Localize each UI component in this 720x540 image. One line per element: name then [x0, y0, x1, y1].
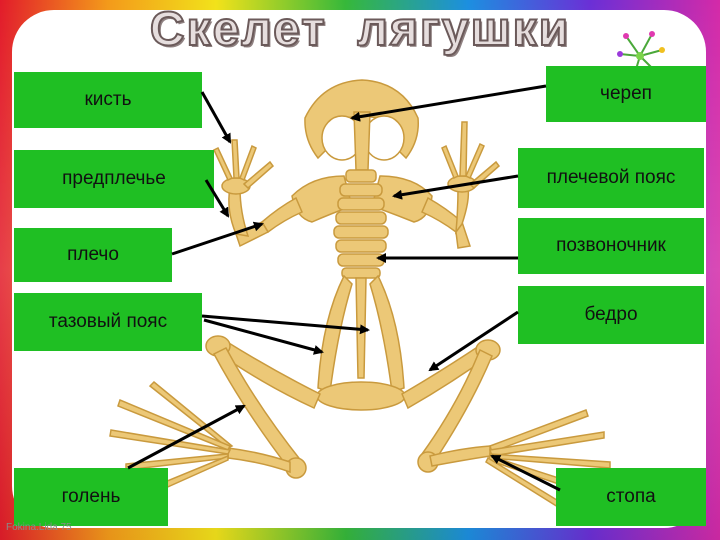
- right-hand-bones: [441, 121, 501, 193]
- left-hand-bones: [213, 139, 275, 195]
- label-shin: голень: [14, 468, 168, 526]
- pelvic-girdle-bone: [317, 274, 353, 393]
- label-skull: череп: [546, 66, 706, 122]
- spine-vertebrae: [333, 169, 389, 279]
- label-shoulder: плечо: [14, 228, 172, 282]
- label-foot: стопа: [556, 468, 706, 526]
- shoulder-girdle-bone: [291, 175, 353, 223]
- label-shoulder-girdle: плечевой пояс: [518, 148, 704, 208]
- label-spine: позвоночник: [518, 218, 704, 274]
- label-hand: кисть: [14, 72, 202, 128]
- slide-title: Скелет лягушки: [149, 2, 571, 57]
- label-forearm: предплечье: [14, 150, 214, 208]
- author-signature: Fokina.Lida 75: [6, 522, 72, 533]
- label-thigh: бедро: [518, 286, 704, 344]
- label-pelvic-girdle: тазовый пояс: [14, 293, 202, 351]
